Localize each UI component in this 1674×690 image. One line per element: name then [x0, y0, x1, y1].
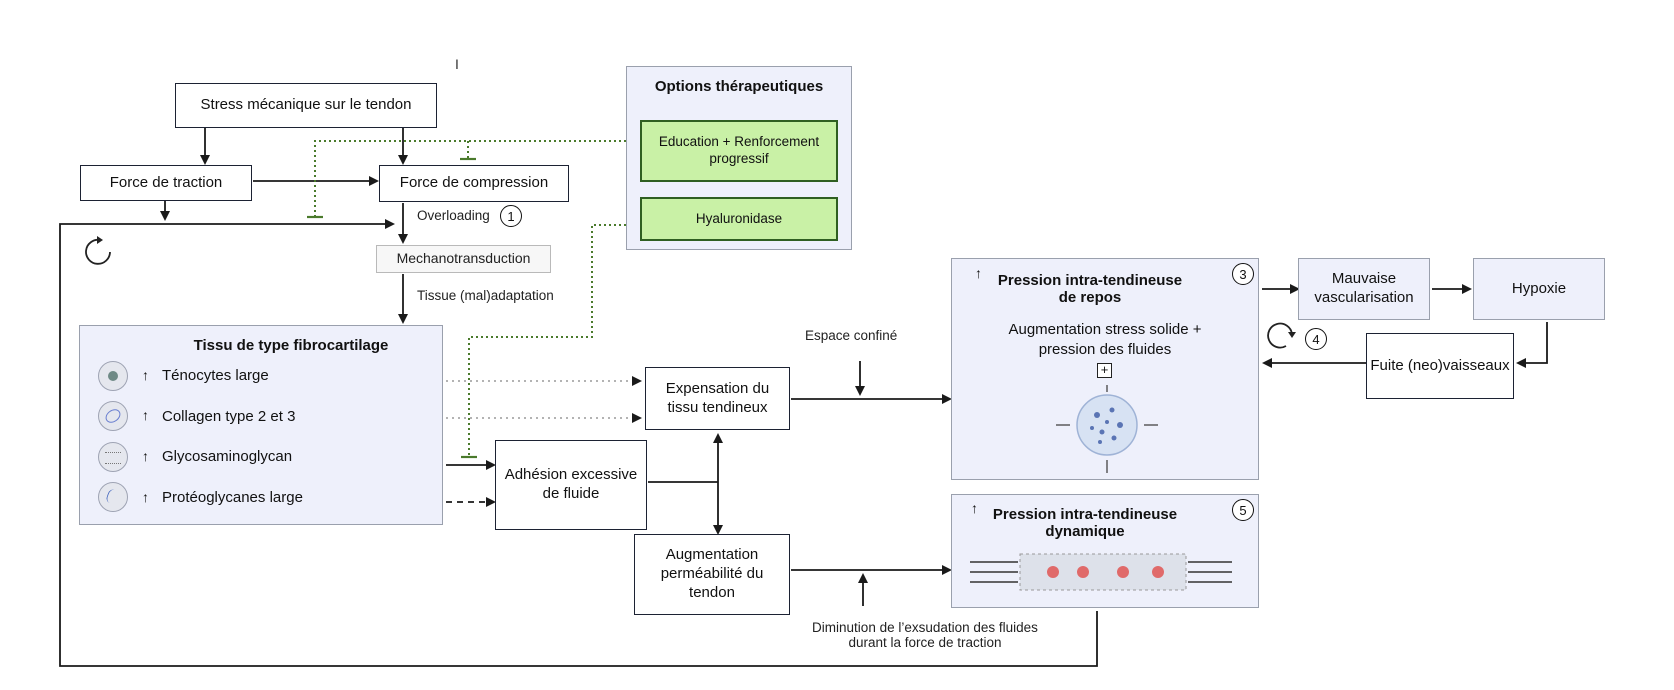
glycosaminoglycan-icon [98, 442, 128, 472]
glycosaminoglycan-up-arrow: ↑ [142, 448, 149, 464]
hypoxia-label: Hypoxie [1511, 279, 1567, 297]
exudation-label: Diminution de l’exsudation des fluides d… [812, 620, 1038, 650]
vascularisation-label: Mauvaise vascularisation [1314, 270, 1414, 306]
leak-label: Fuite (neo)vaisseaux [1370, 356, 1510, 374]
collagen-icon [98, 401, 128, 431]
arrow-hypoxia-leak [1516, 322, 1548, 368]
dynamic-pressure-title: Pression intra-tendineuse dynamique [992, 506, 1178, 540]
education-option-box: Education + Renforcement progressif [640, 120, 838, 182]
feedback-loop-line [59, 219, 1098, 667]
overloading-label: Overloading [417, 208, 490, 223]
collagen-up-arrow: ↑ [142, 407, 149, 423]
rest-pressure-title: Pression intra-tendineuse de repos [997, 272, 1183, 306]
adhesion-box: Adhésion excessive de fluide [495, 440, 647, 530]
collagen-label: Collagen type 2 et 3 [162, 408, 296, 425]
inhibit-line-education [314, 140, 626, 216]
education-option-label: Education + Renforcement progressif [658, 134, 820, 166]
proteoglycan-up-arrow: ↑ [142, 489, 149, 505]
permeability-box: Augmentation perméabilité du tendon [634, 534, 790, 615]
hyaluronidase-option-label: Hyaluronidase [695, 210, 783, 226]
tenocytes-label: Ténocytes large [162, 367, 269, 384]
hyaluronidase-option-box: Hyaluronidase [640, 197, 838, 241]
plus-icon: + [1097, 363, 1112, 378]
stress-box: Stress mécanique sur le tendon [175, 83, 437, 128]
mechanotransduction-box: Mechanotransduction [376, 245, 551, 273]
confined-space-label: Espace confiné [805, 328, 898, 343]
dynamic-pressure-up-arrow: ↑ [971, 500, 978, 516]
expansion-label: Expensation du tissu tendineux [665, 379, 770, 416]
glycosaminoglycan-label: Glycosaminoglycan [162, 448, 293, 465]
vascularisation-box: Mauvaise vascularisation [1298, 258, 1430, 320]
stress-label: Stress mécanique sur le tendon [200, 96, 412, 114]
mechanotransduction-label: Mechanotransduction [396, 250, 531, 267]
rest-pressure-body: Augmentation stress solide + pression de… [1008, 321, 1202, 358]
fibrocartilage-panel: Tissu de type fibrocartilage [79, 325, 443, 525]
marker-1: 1 [500, 205, 522, 227]
tendon-stretch-icon [970, 553, 1232, 591]
tenocytes-up-arrow: ↑ [142, 367, 149, 383]
permeability-label: Augmentation perméabilité du tendon [660, 546, 764, 601]
marker-3: 3 [1232, 263, 1254, 285]
tendon-cross-section-icon [1056, 385, 1158, 473]
adhesion-label: Adhésion excessive de fluide [504, 466, 638, 502]
traction-box: Force de traction [80, 165, 252, 201]
traction-label: Force de traction [109, 173, 223, 191]
cycle-icon-right [1267, 322, 1296, 349]
cycle-icon-left [85, 236, 111, 265]
fibrocartilage-title: Tissu de type fibrocartilage [193, 337, 389, 354]
cursor-mark: I [455, 56, 459, 72]
hypoxia-box: Hypoxie [1473, 258, 1605, 320]
tissue-adaptation-label: Tissue (mal)adaptation [417, 288, 554, 303]
expansion-box: Expensation du tissu tendineux [645, 367, 790, 430]
inhibit-line-hyaluronidase [468, 224, 626, 455]
therapeutic-options-title: Options thérapeutiques [654, 78, 824, 95]
compression-box: Force de compression [379, 165, 569, 202]
compression-label: Force de compression [399, 174, 549, 192]
rest-pressure-up-arrow: ↑ [975, 265, 982, 281]
marker-5: 5 [1232, 499, 1254, 521]
marker-4: 4 [1305, 328, 1327, 350]
leak-box: Fuite (neo)vaisseaux [1366, 333, 1514, 399]
tenocyte-icon [98, 361, 128, 391]
proteoglycan-label: Protéoglycanes large [162, 489, 303, 506]
proteoglycan-icon [98, 482, 128, 512]
